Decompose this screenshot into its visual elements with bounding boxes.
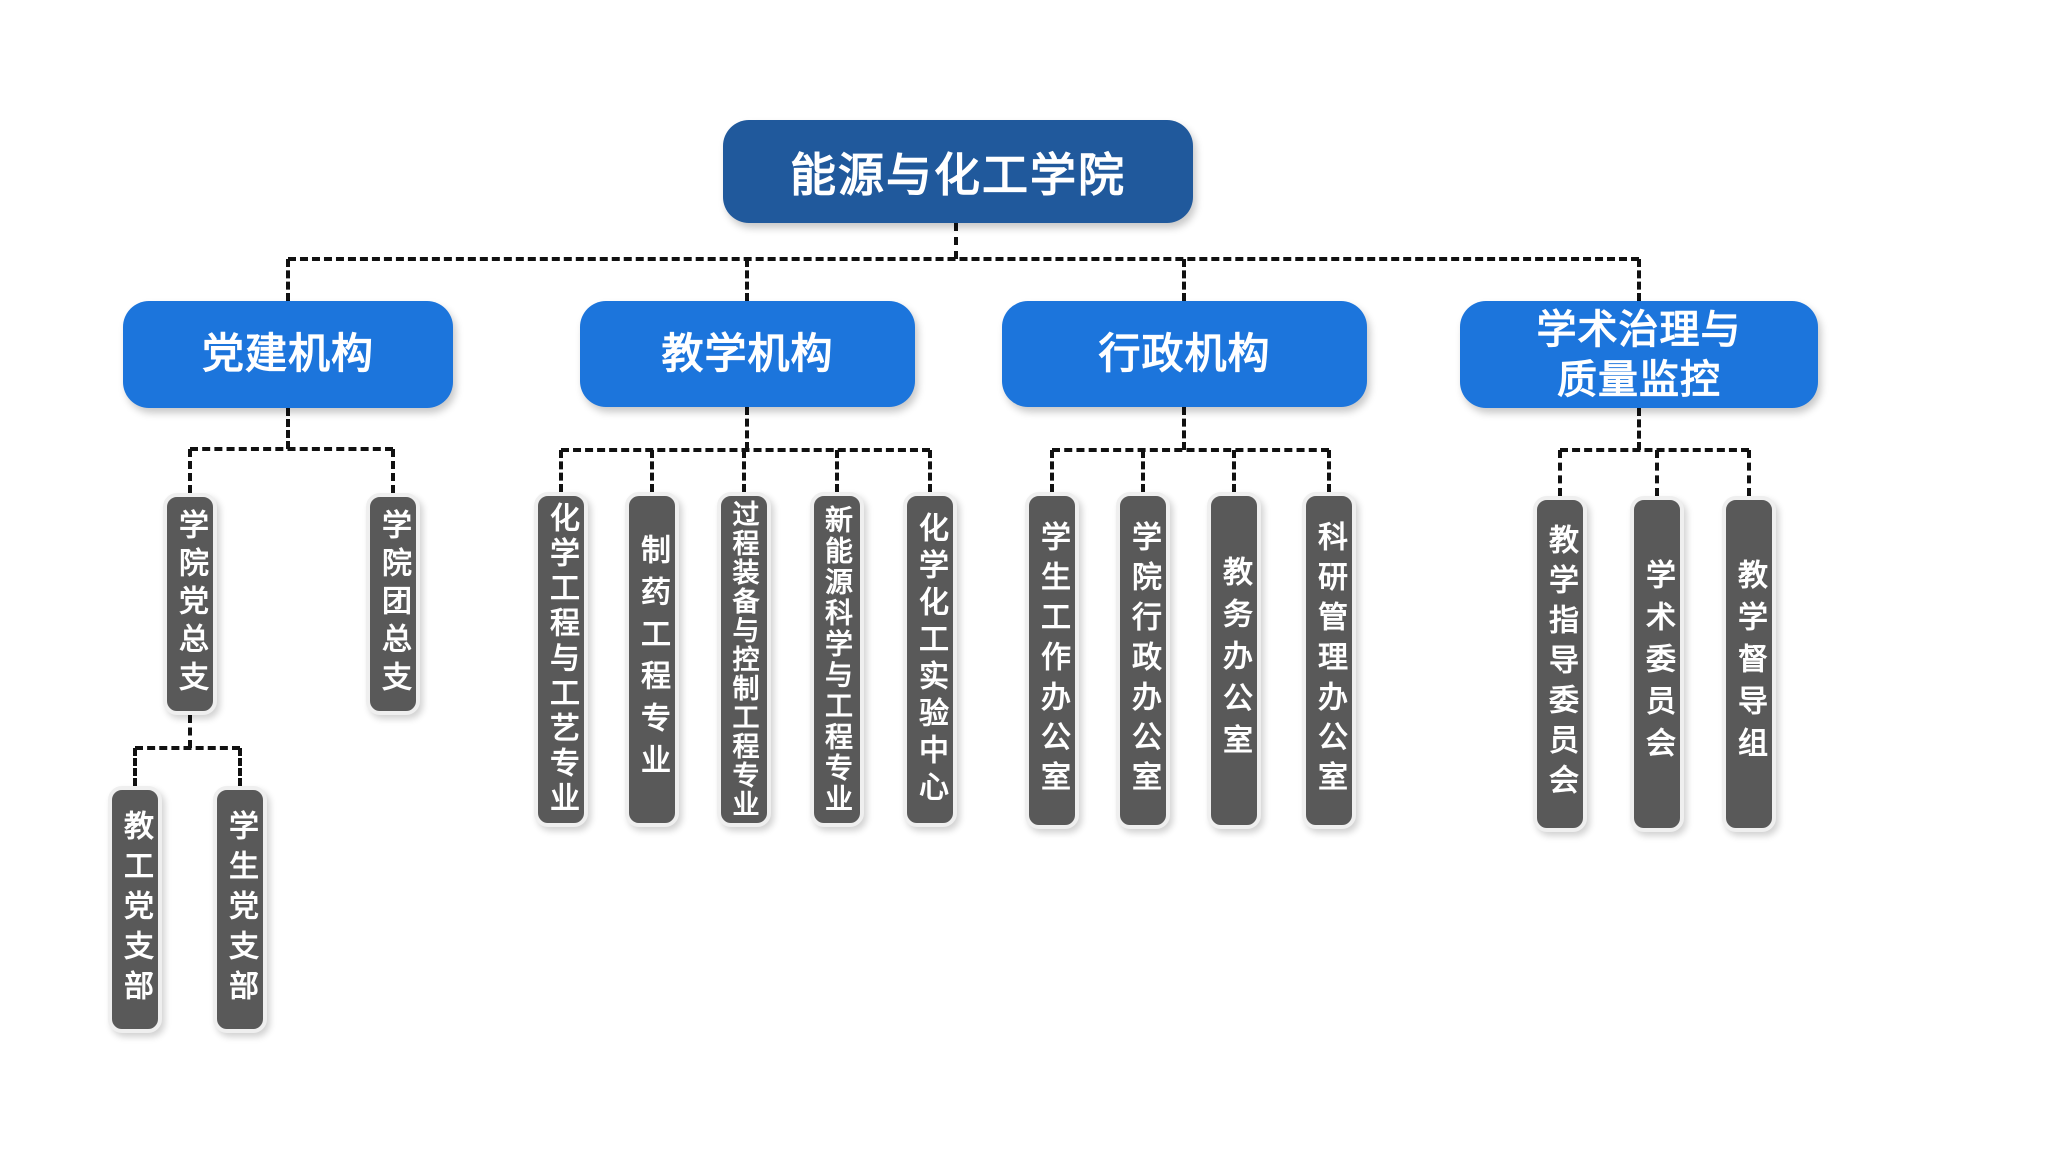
connector-root-rail (288, 257, 1639, 261)
student-affairs-office-label: 学生工作办公室 (1036, 520, 1069, 801)
node-teaching-branch: 教学机构 (580, 301, 915, 407)
connector-drop-youth-league (391, 449, 395, 493)
node-academic-committee: 学术委员会 (1630, 496, 1684, 832)
node-party-building-branch: 党建机构 (123, 301, 453, 408)
connector-drop-research-office (1327, 450, 1331, 492)
node-new-energy-major: 新能源科学与工程专业 (810, 492, 864, 827)
connector-drop-process-equip (742, 450, 746, 492)
connector-drop-chem-eng (559, 450, 563, 492)
node-process-equipment-major: 过程装备与控制工程专业 (717, 492, 771, 827)
node-research-management-office: 科研管理办公室 (1302, 492, 1356, 829)
connector-root-stem (954, 223, 958, 259)
connector-drop-branch-admin (1182, 259, 1186, 301)
connector-drop-branch-party (286, 259, 290, 301)
college-admin-office-label: 学院行政办公室 (1127, 520, 1160, 801)
connector-admin-stem (1182, 407, 1186, 450)
teaching-label: 教学机构 (661, 329, 834, 377)
connector-party-stem (286, 408, 290, 449)
connector-drop-party-general-branch (188, 449, 192, 493)
node-college-admin-office: 学院行政办公室 (1116, 492, 1170, 829)
teaching-steering-committee-label: 教学指导委员会 (1544, 524, 1577, 804)
teaching-supervision-group-label: 教学督导组 (1733, 559, 1766, 769)
college-youth-league-label: 学院团总支 (377, 509, 410, 699)
pharmaceutical-engineering-major-label: 制药工程专业 (636, 533, 669, 786)
node-teaching-steering-committee: 教学指导委员会 (1533, 496, 1587, 832)
node-student-affairs-office: 学生工作办公室 (1025, 492, 1079, 829)
node-college-party-general-branch: 学院党总支 (163, 493, 217, 715)
college-party-general-branch-label: 学院党总支 (174, 509, 207, 699)
node-faculty-party-branch: 教工党支部 (108, 786, 162, 1033)
new-energy-major-label: 新能源科学与工程专业 (822, 504, 853, 815)
node-college-root: 能源与化工学院 (723, 120, 1193, 223)
node-academic-governance-branch: 学术治理与 质量监控 (1460, 301, 1818, 408)
academic-committee-label: 学术委员会 (1641, 559, 1674, 769)
node-chemical-engineering-major: 化学工程与工艺专业 (534, 492, 588, 827)
connector-drop-branch-teaching (745, 259, 749, 301)
connector-academic-stem (1637, 408, 1641, 450)
faculty-party-branch-label: 教工党支部 (119, 809, 152, 1010)
connector-party-general-stem (188, 715, 192, 748)
node-pharmaceutical-engineering-major: 制药工程专业 (625, 492, 679, 827)
chemical-engineering-major-label: 化学工程与工艺专业 (545, 502, 578, 817)
process-equipment-major-label: 过程装备与控制工程专业 (728, 500, 759, 819)
academic-governance-label: 学术治理与 质量监控 (1536, 307, 1742, 402)
connector-drop-supervision-group (1747, 450, 1751, 496)
connector-drop-pharma-eng (650, 450, 654, 492)
node-chemical-lab-center: 化学化工实验中心 (903, 492, 957, 827)
node-admin-branch: 行政机构 (1002, 301, 1367, 407)
node-teaching-supervision-group: 教学督导组 (1722, 496, 1776, 832)
academic-affairs-office-label: 教务办公室 (1218, 555, 1251, 766)
connector-party-rail (190, 447, 393, 451)
party-building-label: 党建机构 (201, 330, 374, 378)
connector-teaching-stem (745, 407, 749, 450)
connector-drop-admin-office (1141, 450, 1145, 492)
connector-drop-academic-committee (1655, 450, 1659, 496)
connector-academic-rail (1560, 448, 1749, 452)
connector-drop-chem-lab (928, 450, 932, 492)
node-academic-affairs-office: 教务办公室 (1207, 492, 1261, 829)
admin-label: 行政机构 (1098, 329, 1271, 377)
college-root-label: 能源与化工学院 (790, 148, 1126, 201)
connector-drop-steering-committee (1558, 450, 1562, 496)
connector-drop-student-party (238, 748, 242, 786)
connector-drop-branch-academic (1637, 259, 1641, 301)
node-student-party-branch: 学生党支部 (213, 786, 267, 1033)
connector-drop-new-energy (835, 450, 839, 492)
student-party-branch-label: 学生党支部 (224, 809, 257, 1010)
chemical-lab-center-label: 化学化工实验中心 (914, 511, 947, 808)
connector-drop-student-office (1050, 450, 1054, 492)
connector-party-general-rail (135, 746, 240, 750)
connector-admin-rail (1052, 448, 1329, 452)
research-management-office-label: 科研管理办公室 (1313, 520, 1346, 801)
node-college-youth-league: 学院团总支 (366, 493, 420, 715)
connector-drop-faculty-party (133, 748, 137, 786)
connector-drop-academic-affairs-office (1232, 450, 1236, 492)
